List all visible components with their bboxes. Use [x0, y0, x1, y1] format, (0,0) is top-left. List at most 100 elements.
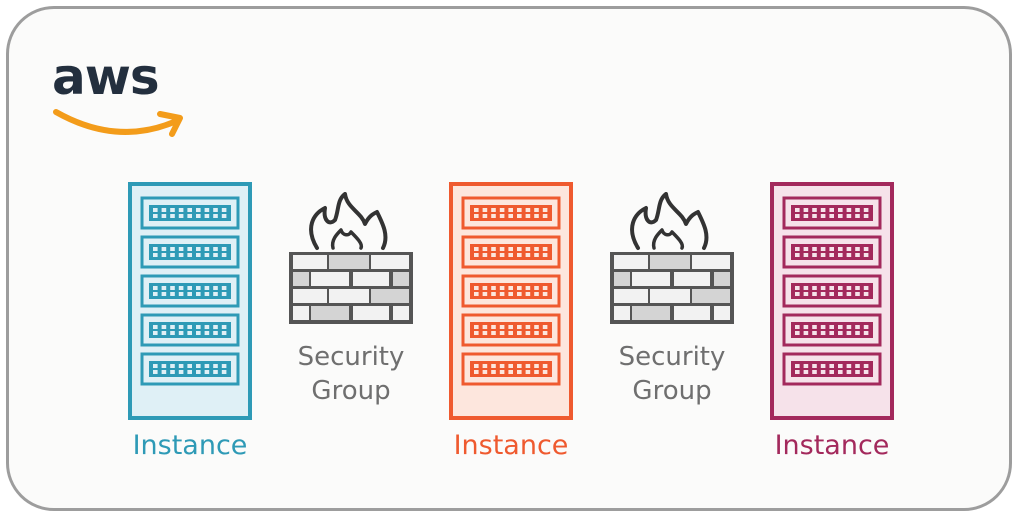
- rack-led: [517, 292, 522, 296]
- rack-led: [838, 214, 843, 218]
- rack-led: [221, 208, 227, 212]
- rack-led: [795, 253, 800, 257]
- rack-led: [829, 253, 834, 257]
- rack-led: [161, 370, 167, 374]
- firewall-icon: [610, 192, 734, 324]
- rack-led: [803, 247, 809, 251]
- rack-slot: [461, 235, 561, 269]
- rack-led: [204, 286, 210, 290]
- rack-led: [204, 214, 210, 218]
- rack-led: [482, 364, 488, 368]
- rack-led: [846, 208, 852, 212]
- rack-led: [178, 370, 184, 374]
- rack-led: [855, 325, 860, 329]
- rack-led: [213, 286, 218, 290]
- rack-led: [838, 370, 843, 374]
- rack-led: [863, 331, 869, 335]
- rack-led: [795, 292, 800, 296]
- rack-led: [534, 331, 539, 335]
- rack-led: [855, 292, 860, 296]
- rack-led: [491, 325, 496, 329]
- rack-led: [178, 253, 184, 257]
- rack-led: [499, 214, 505, 218]
- server-rack-icon: [770, 182, 894, 420]
- rack-led: [153, 208, 158, 212]
- rack-led: [170, 286, 175, 290]
- rack-led: [482, 208, 488, 212]
- rack-led: [187, 364, 192, 368]
- rack-led: [153, 292, 158, 296]
- rack-led: [534, 208, 539, 212]
- wall-brick: [674, 272, 710, 286]
- rack-led: [196, 325, 201, 329]
- flame-outline: [630, 192, 709, 250]
- rack-slot: [782, 235, 882, 269]
- rack-slot-inner: [791, 361, 873, 377]
- rack-led: [204, 331, 210, 335]
- rack-led: [846, 370, 852, 374]
- rack-led: [499, 286, 505, 290]
- server-rack-icon: [449, 182, 573, 420]
- rack-led: [829, 370, 834, 374]
- rack-led: [812, 325, 817, 329]
- rack-led: [482, 325, 488, 329]
- rack-led: [474, 370, 479, 374]
- rack-led: [820, 286, 826, 290]
- security-group-label-line1: Security: [618, 342, 726, 372]
- rack-led: [534, 253, 539, 257]
- rack-led: [820, 214, 826, 218]
- wall-brick: [614, 255, 648, 269]
- rack-led: [846, 292, 852, 296]
- rack-led: [508, 370, 513, 374]
- rack-led: [838, 286, 843, 290]
- rack-led: [491, 253, 496, 257]
- rack-slot-inner: [470, 322, 552, 338]
- rack-led: [178, 286, 184, 290]
- rack-led: [838, 208, 843, 212]
- rack-led: [508, 292, 513, 296]
- rack-led: [499, 292, 505, 296]
- rack-led: [491, 370, 496, 374]
- rack-led: [855, 331, 860, 335]
- rack-led: [482, 214, 488, 218]
- rack-led: [499, 247, 505, 251]
- rack-slot: [140, 235, 240, 269]
- wall-brick: [692, 255, 730, 269]
- rack-led: [812, 370, 817, 374]
- rack-slot-inner: [149, 361, 231, 377]
- rack-led: [846, 214, 852, 218]
- rack-led: [508, 253, 513, 257]
- rack-led: [855, 214, 860, 218]
- security-group-label: Security Group: [587, 340, 757, 408]
- rack-slot-inner: [791, 244, 873, 260]
- rack-led: [213, 253, 218, 257]
- wall-brick: [293, 306, 309, 320]
- rack-led: [153, 325, 158, 329]
- instance-label: Instance: [132, 430, 248, 461]
- rack-led: [221, 364, 227, 368]
- rack-led: [812, 214, 817, 218]
- rack-led: [803, 364, 809, 368]
- rack-led: [196, 364, 201, 368]
- rack-slot: [782, 352, 882, 386]
- rack-led: [508, 286, 513, 290]
- aws-logo: aws: [52, 48, 192, 140]
- rack-led: [499, 253, 505, 257]
- rack-led: [812, 208, 817, 212]
- wall-brick: [293, 289, 327, 303]
- rack-led: [829, 292, 834, 296]
- rack-led: [855, 364, 860, 368]
- rack-led: [534, 364, 539, 368]
- rack-led: [795, 331, 800, 335]
- rack-led: [838, 292, 843, 296]
- rack-led: [196, 292, 201, 296]
- rack-led: [187, 247, 192, 251]
- rack-led: [508, 325, 513, 329]
- rack-led: [178, 364, 184, 368]
- rack-slot: [461, 313, 561, 347]
- rack-led: [542, 370, 548, 374]
- wall-brick: [692, 289, 730, 303]
- rack-led: [855, 286, 860, 290]
- rack-led: [482, 247, 488, 251]
- rack-led: [213, 292, 218, 296]
